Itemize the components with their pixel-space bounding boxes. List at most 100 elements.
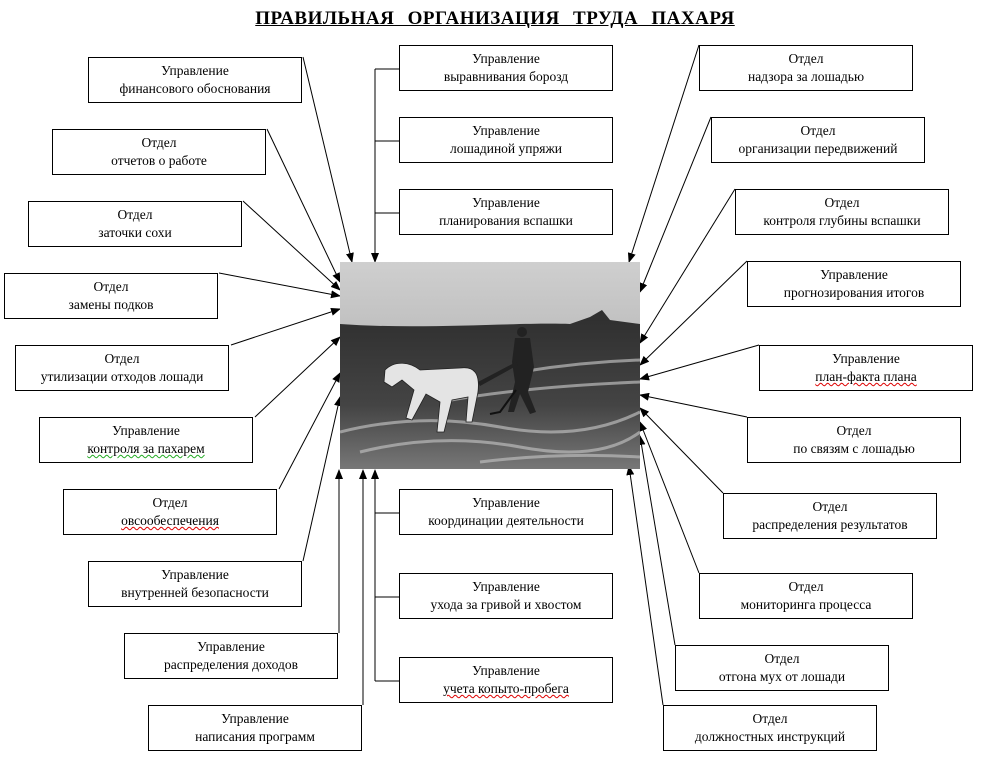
department-type: Управление xyxy=(197,639,265,654)
department-type: Управление xyxy=(472,579,540,594)
arrow xyxy=(639,392,748,418)
arrow xyxy=(266,128,341,283)
department-name: распределения результатов xyxy=(752,517,908,532)
arrow xyxy=(639,421,700,574)
right-department-box: Отдел контроля глубины вспашки xyxy=(735,189,949,235)
arrow xyxy=(302,396,342,562)
arrow xyxy=(278,372,341,490)
bottom-department-box: Управление ухода за гривой и хвостом xyxy=(399,573,613,619)
department-type: Управление xyxy=(472,195,540,210)
department-name: внутренней безопасности xyxy=(121,585,269,600)
left-department-box: Отдел овсообеспечения xyxy=(63,489,277,535)
department-type: Управление xyxy=(472,123,540,138)
top-department-box: Управление планирования вспашки xyxy=(399,189,613,235)
department-type: Отдел xyxy=(836,423,872,438)
arrow xyxy=(302,56,354,263)
arrow xyxy=(230,308,341,346)
chart-title: ПРАВИЛЬНАЯ ОРГАНИЗАЦИЯ ТРУДА ПАХАРЯ xyxy=(255,8,735,29)
department-name: замены подков xyxy=(68,297,154,312)
arrow xyxy=(639,188,736,344)
arrow xyxy=(639,407,724,494)
department-name: надзора за лошадью xyxy=(747,69,865,84)
arrow xyxy=(627,44,700,263)
department-name: контроля глубины вспашки xyxy=(763,213,921,228)
arrow xyxy=(254,336,341,418)
department-name: должностных инструкций xyxy=(694,729,846,744)
right-department-box: Отдел мониторинга процесса xyxy=(699,573,913,619)
arrow xyxy=(639,260,748,366)
department-name: мониторинга процесса xyxy=(740,597,872,612)
left-department-box: Управление распределения доходов xyxy=(124,633,338,679)
right-department-box: Управление прогнозирования итогов xyxy=(747,261,961,307)
department-type: Отдел xyxy=(104,351,140,366)
department-name: написания программ xyxy=(195,729,315,744)
department-type: Отдел xyxy=(152,495,188,510)
department-name: организации передвижений xyxy=(738,141,898,156)
left-department-box: Отдел замены подков xyxy=(4,273,218,319)
right-department-box: Отдел организации передвижений xyxy=(711,117,925,163)
department-type: Отдел xyxy=(752,711,788,726)
department-name: план-факта плана xyxy=(815,369,917,384)
department-type: Отдел xyxy=(788,579,824,594)
arrow xyxy=(639,344,760,381)
plowman xyxy=(478,327,536,414)
department-type: Отдел xyxy=(93,279,129,294)
department-name: ухода за гривой и хвостом xyxy=(430,597,582,612)
right-department-box: Отдел надзора за лошадью xyxy=(699,45,913,91)
arrow xyxy=(639,116,712,293)
department-name: заточки сохи xyxy=(98,225,172,240)
department-type: Управление xyxy=(820,267,888,282)
department-name: планирования вспашки xyxy=(439,213,573,228)
horse xyxy=(383,362,479,433)
left-department-box: Управление финансового обоснования xyxy=(88,57,302,103)
arrow xyxy=(242,200,341,291)
department-type: Отдел xyxy=(800,123,836,138)
right-department-box: Отдел должностных инструкций xyxy=(663,705,877,751)
right-department-box: Отдел по связям с лошадью xyxy=(747,417,961,463)
arrow xyxy=(218,272,341,299)
department-type: Управление xyxy=(112,423,180,438)
department-type: Управление xyxy=(472,663,540,678)
top-department-box: Управление лошадиной упряжи xyxy=(399,117,613,163)
department-name: прогнозирования итогов xyxy=(783,285,925,300)
department-type: Управление xyxy=(472,495,540,510)
department-name: координации деятельности xyxy=(428,513,584,528)
plowman-picture xyxy=(340,262,640,469)
left-department-box: Отдел заточки сохи xyxy=(28,201,242,247)
department-type: Отдел xyxy=(764,651,800,666)
top-department-box: Управление выравнивания борозд xyxy=(399,45,613,91)
bottom-department-box: Управление координации деятельности xyxy=(399,489,613,535)
department-type: Управление xyxy=(161,63,229,78)
department-name: финансового обоснования xyxy=(119,81,271,96)
left-department-box: Управление контроля за пахарем xyxy=(39,417,253,463)
department-type: Отдел xyxy=(812,499,848,514)
department-name: отгона мух от лошади xyxy=(718,669,846,684)
department-type: Управление xyxy=(472,51,540,66)
department-type: Управление xyxy=(221,711,289,726)
department-name: по связям с лошадью xyxy=(793,441,915,456)
department-name: лошадиной упряжи xyxy=(449,141,563,156)
left-department-box: Управление написания программ xyxy=(148,705,362,751)
bottom-department-box: Управление учета копыто-пробега xyxy=(399,657,613,703)
department-type: Отдел xyxy=(141,135,177,150)
department-name: учета копыто-пробега xyxy=(443,681,569,696)
right-department-box: Отдел распределения результатов xyxy=(723,493,937,539)
right-department-box: Отдел отгона мух от лошади xyxy=(675,645,889,691)
department-name: контроля за пахарем xyxy=(87,441,205,456)
left-department-box: Отдел утилизации отходов лошади xyxy=(15,345,229,391)
department-name: выравнивания борозд xyxy=(443,69,569,84)
department-type: Отдел xyxy=(824,195,860,210)
department-type: Отдел xyxy=(788,51,824,66)
department-name: распределения доходов xyxy=(163,657,299,672)
right-department-box: Управление план-факта плана xyxy=(759,345,973,391)
department-type: Отдел xyxy=(117,207,153,222)
department-name: овсообеспечения xyxy=(121,513,219,528)
arrow xyxy=(637,435,676,646)
department-type: Управление xyxy=(832,351,900,366)
department-name: утилизации отходов лошади xyxy=(40,369,204,384)
arrow xyxy=(626,465,664,706)
